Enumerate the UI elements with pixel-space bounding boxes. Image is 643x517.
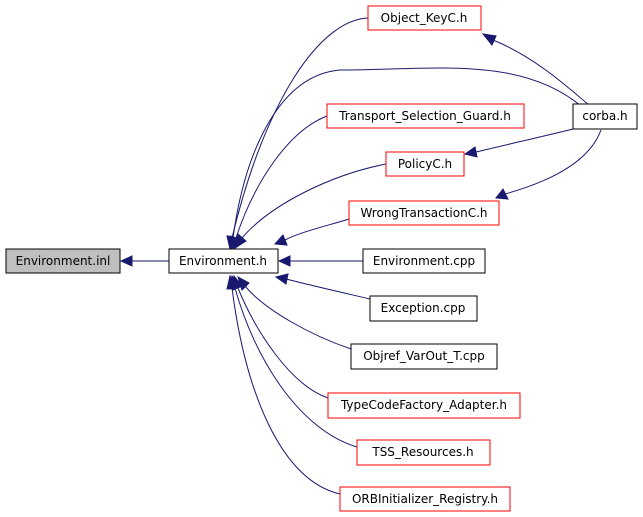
node-label: Environment.inl bbox=[16, 254, 111, 268]
node-label: Environment.cpp bbox=[373, 254, 475, 268]
edge-orbinitializer-registry-to-environment-h bbox=[226, 274, 341, 495]
edge-corba-to-wrongtransactionc bbox=[495, 129, 602, 200]
node-wrongtransactionc-h[interactable]: WrongTransactionC.h bbox=[348, 200, 500, 226]
node-label: WrongTransactionC.h bbox=[360, 206, 487, 220]
edge-corba-to-policyc bbox=[463, 128, 574, 158]
node-transport-selection-guard-h[interactable]: Transport_Selection_Guard.h bbox=[326, 103, 525, 129]
edge-transport-selection-guard-to-environment-h bbox=[230, 115, 328, 251]
node-label: ORBInitializer_Registry.h bbox=[352, 492, 498, 506]
node-environment-cpp[interactable]: Environment.cpp bbox=[362, 248, 486, 274]
edge-corba-to-object-keyc bbox=[481, 33, 591, 107]
edge-object-keyc-to-environment-h bbox=[226, 17, 369, 251]
node-label: PolicyC.h bbox=[398, 157, 452, 171]
node-typecodefactory-adapter-h[interactable]: TypeCodeFactory_Adapter.h bbox=[327, 392, 521, 419]
edge-typecodefactory-adapter-to-environment-h bbox=[232, 274, 329, 399]
node-orbinitializer-registry-h[interactable]: ORBInitializer_Registry.h bbox=[339, 486, 511, 512]
edge-tss-resources-to-environment-h bbox=[229, 274, 358, 448]
edge-policyc-to-environment-h bbox=[234, 163, 387, 250]
node-corba-h[interactable]: corba.h bbox=[572, 103, 638, 130]
node-exception-cpp[interactable]: Exception.cpp bbox=[369, 295, 478, 322]
node-label: TypeCodeFactory_Adapter.h bbox=[340, 398, 507, 412]
node-label: Exception.cpp bbox=[381, 301, 466, 315]
node-policyc-h[interactable]: PolicyC.h bbox=[385, 151, 465, 177]
edge-wrongtransactionc-to-environment-h bbox=[273, 218, 350, 246]
node-label: Objref_VarOut_T.cpp bbox=[363, 349, 485, 363]
node-environment-inl[interactable]: Environment.inl bbox=[5, 248, 121, 274]
node-label: Object_KeyC.h bbox=[381, 11, 468, 25]
node-object-keyc-h[interactable]: Object_KeyC.h bbox=[367, 5, 482, 31]
node-label: TSS_Resources.h bbox=[371, 445, 473, 459]
node-objref-varout-t-cpp[interactable]: Objref_VarOut_T.cpp bbox=[350, 343, 498, 370]
edge-objref-varout-to-environment-h bbox=[237, 275, 352, 350]
node-label: Transport_Selection_Guard.h bbox=[338, 109, 511, 123]
edge-exception-cpp-to-environment-h bbox=[274, 273, 371, 300]
node-tss-resources-h[interactable]: TSS_Resources.h bbox=[356, 439, 491, 466]
node-label: Environment.h bbox=[179, 254, 267, 268]
node-environment-h[interactable]: Environment.h bbox=[168, 248, 279, 274]
edge-environment-cpp-to-environment-h bbox=[277, 255, 363, 267]
edge-environment-h-to-environment-inl bbox=[119, 255, 169, 267]
node-label: corba.h bbox=[582, 109, 627, 123]
